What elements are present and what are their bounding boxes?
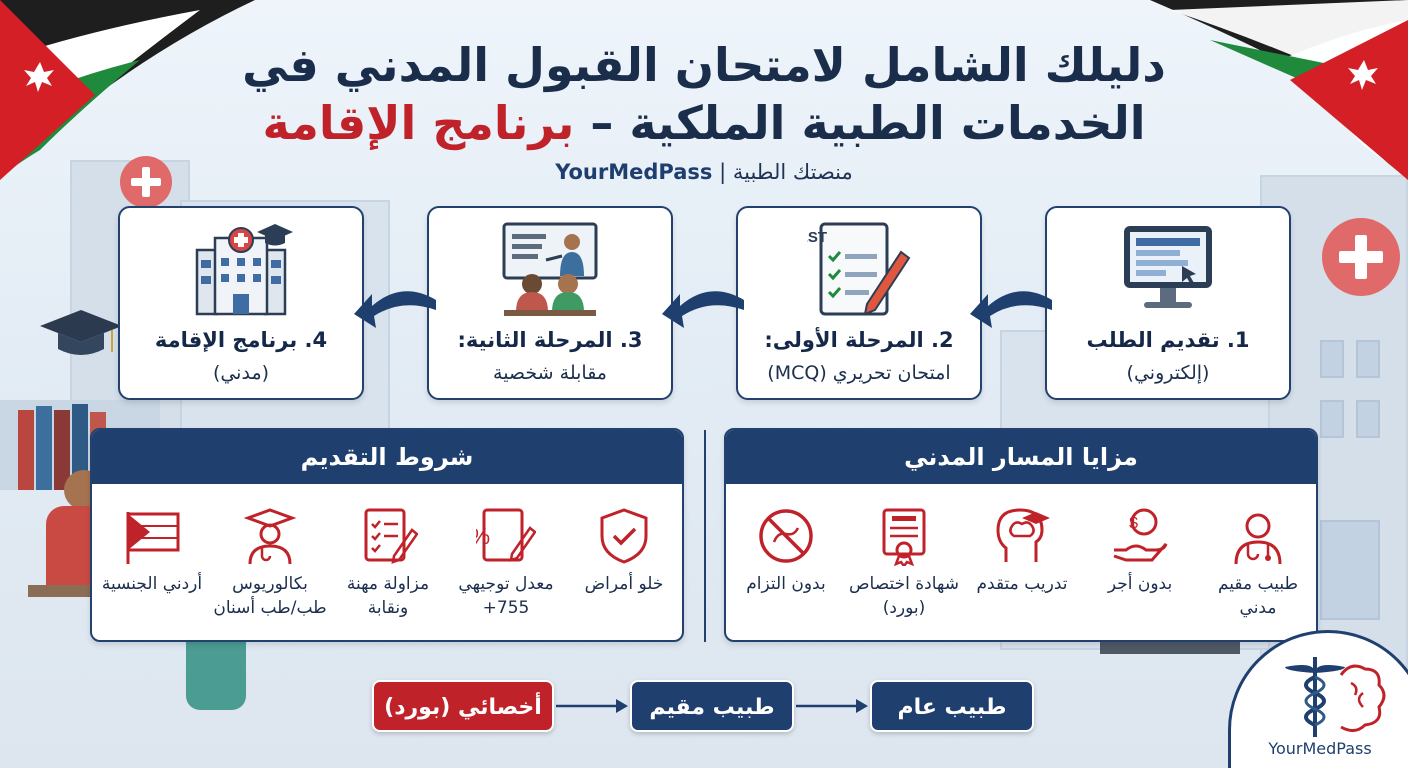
requirement-label: أردني الجنسية: [101, 574, 203, 594]
title-highlight: برنامج الإقامة: [262, 96, 575, 150]
subtitle-separator: |: [719, 160, 727, 184]
benefit-label: تدريب متقدم: [976, 574, 1068, 594]
no-commitment-icon: [759, 509, 813, 563]
requirement-label: بكالوريوس طب/طب أسنان: [213, 574, 327, 618]
jordan-flag-left: [0, 0, 255, 180]
requirement-item: % معدل توجيهي 755+: [448, 506, 564, 620]
benefit-item: بدون التزام: [728, 506, 844, 596]
requirement-item: خلو أمراض: [566, 506, 682, 596]
step-card-3: 3. المرحلة الثانية: مقابلة شخصية: [427, 206, 673, 400]
subtitle: منصتك الطبية | YourMedPass: [0, 160, 1408, 184]
benefit-item: تدريب متقدم: [964, 506, 1080, 596]
svg-text:%: %: [476, 524, 490, 549]
hospital-graduation-icon: [195, 224, 293, 316]
step-2-detail: امتحان تحريري (MCQ): [767, 362, 951, 384]
benefit-item: طبيب مقيم مدني: [1200, 506, 1316, 620]
computer-form-icon: [1124, 226, 1212, 308]
path-arrow-icon: [796, 699, 868, 713]
test-paper-icon: TEST: [807, 222, 911, 316]
license-document-icon: [364, 508, 418, 564]
subtitle-brand: YourMedPass: [555, 160, 713, 184]
career-step-resident: طبيب مقيم: [630, 680, 794, 732]
step-card-4: 4. برنامج الإقامة (مدني): [118, 206, 364, 400]
jordan-flag-icon: [126, 512, 180, 564]
graduation-cap-icon: [40, 310, 122, 355]
interview-icon: [502, 222, 598, 316]
benefits-header: مزايا المسار المدني: [726, 430, 1316, 484]
caduceus-brain-icon: [1285, 657, 1386, 737]
benefit-label: بدون أجر: [1107, 574, 1173, 594]
step-4-title: 4. برنامج الإقامة: [154, 328, 328, 352]
jordan-flag-right: [1150, 0, 1408, 180]
brain-training-icon: [996, 508, 1050, 562]
page-title: دليلك الشامل لامتحان القبول المدني في ال…: [0, 36, 1408, 152]
money-hand-icon: $: [1113, 508, 1168, 562]
step-3-detail: مقابلة شخصية: [493, 362, 607, 384]
graduate-doctor-icon: [243, 508, 297, 565]
percent-document-icon: %: [476, 508, 536, 562]
step-arrow-icon: [354, 291, 436, 328]
benefit-label: شهادة اختصاص (بورد): [849, 574, 959, 618]
step-3-title: 3. المرحلة الثانية:: [457, 328, 643, 352]
career-step-general: طبيب عام: [870, 680, 1034, 732]
brand-logo: YourMedPass: [1228, 630, 1408, 768]
step-2-title: 2. المرحلة الأولى:: [764, 328, 954, 352]
career-step-specialist: أخصائي (بورد): [372, 680, 554, 732]
benefit-label: طبيب مقيم مدني: [1217, 574, 1299, 618]
title-line-2: الخدمات الطبية الملكية – برنامج الإقامة: [0, 94, 1408, 152]
benefit-label: بدون التزام: [746, 574, 826, 594]
step-4-detail: (مدني): [212, 362, 270, 384]
certificate-icon: [882, 508, 926, 566]
title-line-1: دليلك الشامل لامتحان القبول المدني في: [242, 38, 1166, 92]
panel-divider: [704, 430, 706, 642]
brand-logo-name: YourMedPass: [1268, 739, 1372, 758]
shield-check-icon: [600, 508, 648, 564]
requirement-item: بكالوريوس طب/طب أسنان: [212, 506, 328, 620]
doctor-icon: [1234, 513, 1282, 565]
requirement-item: مزاولة مهنة ونقابة: [330, 506, 446, 620]
subtitle-platform: منصتك الطبية: [732, 160, 853, 184]
benefits-panel: مزايا المسار المدني طبيب مقيم مدني $ بدو…: [724, 428, 1318, 642]
requirement-item: أردني الجنسية: [94, 506, 210, 596]
requirement-label: خلو أمراض: [584, 574, 664, 594]
step-card-1: 1. تقديم الطلب (إلكتروني): [1045, 206, 1291, 400]
step-card-2: TEST 2. المرحلة الأولى: امتحان تحريري (M…: [736, 206, 982, 400]
requirements-panel: شروط التقديم خلو أمراض % معدل توجيهي 755…: [90, 428, 684, 642]
path-arrow-icon: [556, 699, 628, 713]
step-1-title: 1. تقديم الطلب: [1086, 328, 1250, 352]
svg-text:$: $: [1129, 515, 1138, 532]
step-1-detail: (إلكتروني): [1126, 362, 1210, 384]
step-arrow-icon: [662, 291, 744, 328]
title-line-2-prefix: الخدمات الطبية الملكية –: [574, 96, 1146, 150]
benefit-item: شهادة اختصاص (بورد): [846, 506, 962, 620]
requirement-label: مزاولة مهنة ونقابة: [346, 574, 430, 618]
step-arrow-icon: [970, 291, 1052, 328]
requirement-label: معدل توجيهي 755+: [458, 574, 554, 618]
hospital-cross-icon: [120, 156, 172, 208]
requirements-header: شروط التقديم: [92, 430, 682, 484]
hospital-cross-icon: [1322, 218, 1400, 296]
test-paper-label: TEST: [807, 229, 827, 246]
benefit-item: $ بدون أجر: [1082, 506, 1198, 596]
